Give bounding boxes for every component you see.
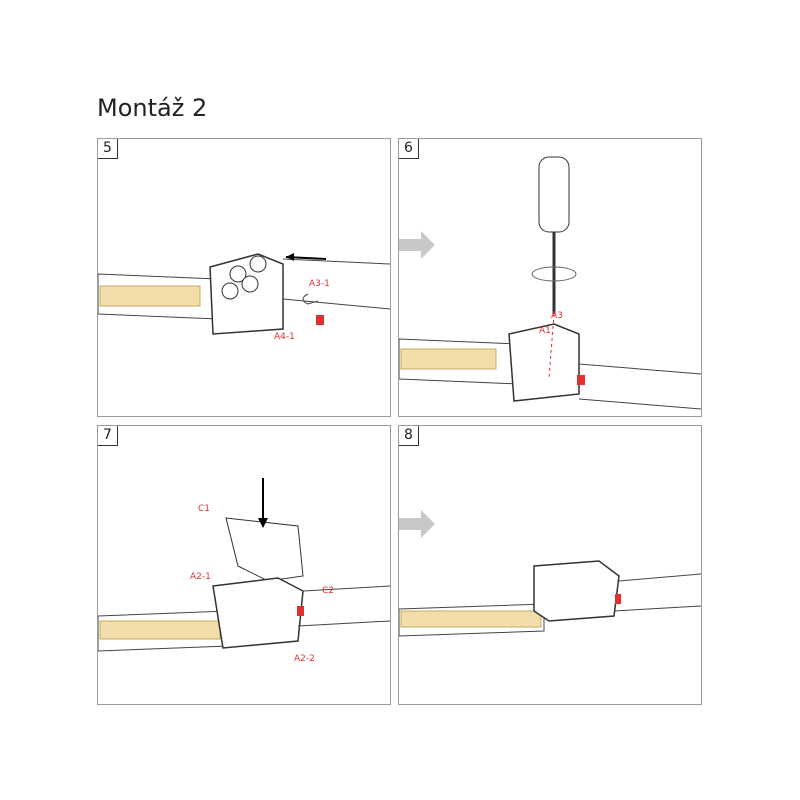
label-a1: A1 [539, 326, 551, 336]
step-5-illustration [98, 253, 390, 335]
label-a4-1: A4-1 [274, 332, 295, 342]
label-c2: C2 [322, 586, 335, 596]
cover-clip [225, 517, 304, 582]
step-8-illustration [399, 510, 701, 637]
led-strip [400, 610, 542, 628]
step-6-panel: 6 A3 A1 [398, 138, 702, 417]
connector-block [209, 253, 284, 335]
step-8-panel: 8 [398, 425, 702, 705]
label-c1: C1 [198, 504, 211, 514]
step-6-illustration [399, 156, 701, 410]
step-number: 5 [98, 139, 118, 159]
label-a3-1: A3-1 [309, 279, 330, 289]
step-5-panel: 5 A3-1 A4-1 [97, 138, 391, 417]
next-arrow-icon [399, 231, 435, 259]
connector-block [212, 577, 304, 649]
label-a2-2: A2-2 [294, 654, 315, 664]
page-title: Montáž 2 [97, 94, 208, 122]
next-arrow-icon [399, 510, 435, 538]
label-a2-1: A2-1 [190, 572, 211, 582]
step-7-panel: 7 C1 C2 A2-1 A2-2 [97, 425, 391, 705]
label-a3: A3 [551, 311, 563, 321]
led-strip [99, 620, 221, 640]
led-strip [400, 348, 497, 370]
step-number: 8 [399, 426, 419, 446]
screwdriver-icon [538, 156, 570, 233]
step-number: 6 [399, 139, 419, 159]
assembled-connector [533, 560, 620, 622]
step-number: 7 [98, 426, 118, 446]
step-7-illustration [98, 478, 390, 652]
led-strip [99, 285, 201, 307]
